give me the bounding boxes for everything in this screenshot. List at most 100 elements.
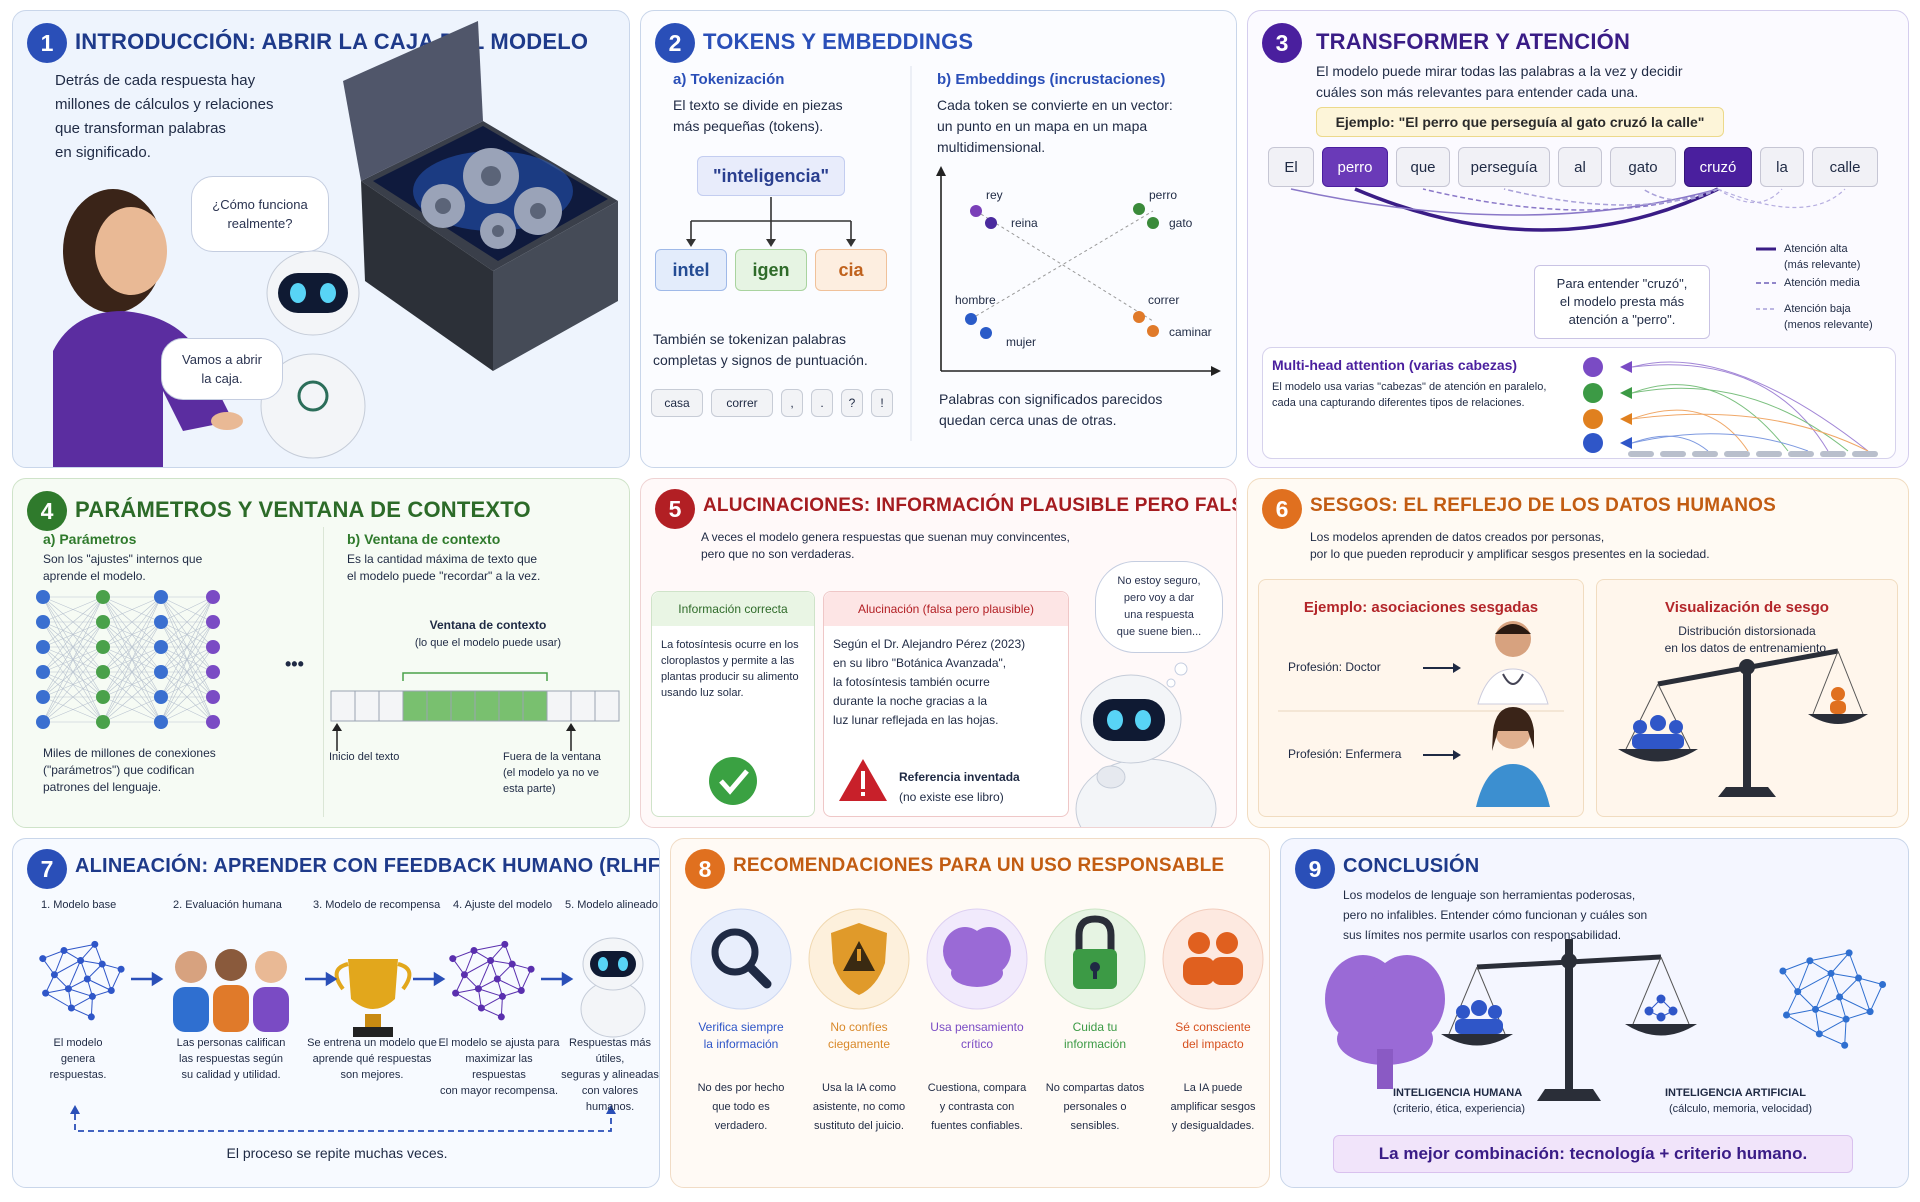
section-number: 1 (27, 23, 67, 63)
network-node (50, 971, 58, 979)
embeddings-heading: b) Embeddings (incrustaciones) (937, 71, 1166, 88)
context-window-diagram (330, 672, 620, 751)
context-cell (570, 690, 596, 722)
network-node (1811, 1005, 1819, 1013)
neuron (36, 690, 50, 704)
window-start-label: Inicio del texto (329, 751, 400, 763)
context-cell (402, 690, 428, 722)
ellipsis: ••• (285, 654, 304, 674)
context-cell (522, 690, 548, 722)
attention-token: calle (1812, 147, 1878, 187)
multihead-text: El modelo usa varias "cabezas" de atenci… (1272, 381, 1547, 409)
network-node (1842, 1015, 1850, 1023)
section-number: 9 (1295, 849, 1335, 889)
small-token: , (781, 389, 803, 417)
thinking-robot (1075, 662, 1217, 827)
multihead-diagram (1583, 357, 1878, 457)
profession-nurse: Profesión: Enfermera (1288, 747, 1402, 761)
parametros-text-2: Miles de millones de conexiones("parámet… (43, 746, 216, 794)
network-node (460, 971, 468, 979)
network-node (87, 1013, 95, 1021)
brain-icon (943, 927, 1011, 987)
section-title: TOKENS Y EMBEDDINGS (703, 29, 974, 54)
network-node (1841, 1041, 1849, 1049)
network-node (83, 975, 91, 983)
parametros-heading: a) Parámetros (43, 531, 137, 547)
attention-head-icon (1583, 357, 1603, 453)
network-node (67, 1004, 75, 1012)
multihead-heading: Multi-head attention (varias cabezas) (1272, 357, 1518, 373)
network-node (60, 947, 68, 955)
people-group-icon (173, 949, 289, 1032)
token-box: intel (655, 249, 727, 291)
context-cell (450, 690, 476, 722)
embedding-word: correr (1148, 293, 1180, 307)
network-node (487, 956, 495, 964)
legend-low: Atención baja(menos relevante) (1784, 303, 1873, 331)
embedding-word: gato (1169, 216, 1193, 230)
embedding-word: mujer (1006, 335, 1037, 349)
network-node (42, 989, 50, 997)
panel-sesgos: 6 SESGOS: EL REFLEJO DE LOS DATOS HUMANO… (1247, 478, 1909, 828)
section-title: RECOMENDACIONES PARA UN USO RESPONSABLE (733, 855, 1225, 876)
network-node (1794, 988, 1802, 996)
neuron (96, 665, 110, 679)
bias-viz-title: Visualización de sesgo (1665, 599, 1829, 616)
step-label: 3. Modelo de recompensa (313, 899, 441, 911)
embedding-word: hombre (955, 293, 996, 307)
network-node (452, 989, 460, 997)
section-title: SESGOS: EL REFLEJO DE LOS DATOS HUMANOS (1310, 495, 1776, 516)
network-node (39, 955, 47, 963)
panel-recomendaciones: 8 RECOMENDACIONES PARA UN USO RESPONSABL… (670, 838, 1270, 1188)
attention-token: la (1760, 147, 1804, 187)
attention-token-highlight: cruzó (1684, 147, 1752, 187)
section-number: 3 (1262, 23, 1302, 63)
neuron (206, 615, 220, 629)
brain-icon (1325, 955, 1445, 1089)
neuron (206, 715, 220, 729)
window-subtitle: (lo que el modelo puede usar) (414, 637, 562, 649)
section-title: ALUCINACIONES: INFORMACIÓN PLAUSIBLE PER… (703, 495, 1237, 516)
conclusion-illustration (1325, 939, 1887, 1101)
network-node (64, 985, 72, 993)
embedding-word: caminar (1169, 325, 1212, 339)
small-token: ? (841, 389, 863, 417)
recommendation-icons (690, 908, 1264, 1010)
neuron (96, 590, 110, 604)
network-node (477, 1004, 485, 1012)
neuron (96, 615, 110, 629)
step-label: 2. Evaluación humana (173, 899, 282, 911)
section-number: 6 (1262, 489, 1302, 529)
panel-tokens: 2 TOKENS Y EMBEDDINGS a) Tokenización El… (640, 10, 1237, 468)
intro-illustration (53, 21, 618, 467)
hallucination-title: Alucinación (falsa pero plausible) (824, 592, 1068, 626)
neuron (154, 615, 168, 629)
network-node (77, 956, 85, 964)
multihead-box (1262, 347, 1896, 459)
nurse-icon (1476, 707, 1550, 807)
invented-reference: Referencia inventada (899, 770, 1020, 784)
person-icon (1830, 687, 1846, 714)
panel-alineacion: 7 ALINEACIÓN: APRENDER CON FEEDBACK HUMA… (12, 838, 660, 1188)
neuron (154, 590, 168, 604)
neuron (206, 665, 220, 679)
neuron (154, 640, 168, 654)
best-combination-banner: La mejor combinación: tecnología + crite… (1333, 1135, 1853, 1173)
context-cell (378, 690, 404, 722)
attention-token-highlight: perro (1322, 147, 1388, 187)
embeddings-text: Cada token se convierte en un vector:un … (937, 97, 1173, 155)
balance-scale-icon (1618, 648, 1868, 797)
rlhf-diagram (39, 937, 646, 1132)
token-box: igen (735, 249, 807, 291)
attention-arcs (1290, 187, 1846, 310)
